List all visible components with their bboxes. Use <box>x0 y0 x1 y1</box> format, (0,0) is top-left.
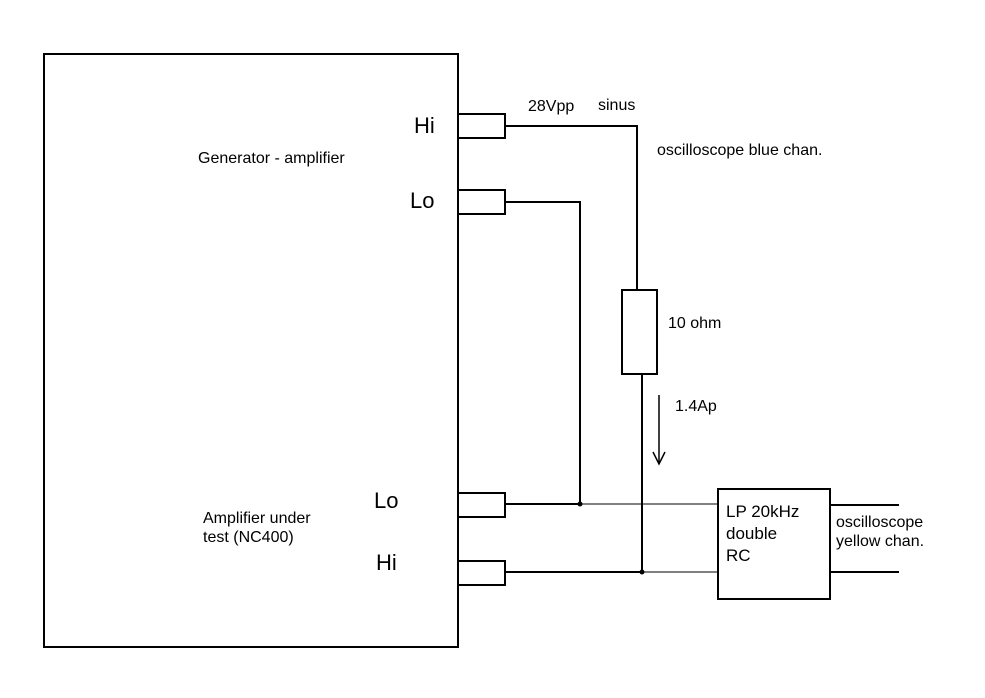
waveform-label: sinus <box>598 97 636 114</box>
amp-lo-label: Lo <box>374 488 399 513</box>
lp-filter-box <box>717 488 831 600</box>
junction-hi <box>639 569 645 575</box>
amp-lo-terminal <box>457 492 506 518</box>
filter-line3: RC <box>726 546 751 565</box>
wire-gen-hi <box>504 125 638 291</box>
amplifier-label-line1: Amplifier under <box>203 510 311 527</box>
filter-line1: LP 20kHz <box>726 502 800 521</box>
filter-line2: double <box>726 524 778 543</box>
probe-yellow-line2: yellow chan. <box>836 533 925 550</box>
amplifier-label-line2: test (NC400) <box>203 529 294 546</box>
instrument-box <box>43 53 459 648</box>
gen-lo-label: Lo <box>410 188 435 213</box>
current-arrow <box>652 395 666 466</box>
resistor-10-ohm <box>621 289 658 375</box>
resistor-value-label: 10 ohm <box>668 315 722 332</box>
current-value-label: 1.4Ap <box>675 398 717 415</box>
gen-hi-terminal <box>457 113 506 139</box>
amp-hi-terminal <box>457 560 506 586</box>
gen-lo-terminal <box>457 189 506 215</box>
gen-hi-label: Hi <box>414 113 435 138</box>
wire-gen-lo <box>504 201 581 505</box>
voltage-label: 28Vpp <box>528 98 575 115</box>
probe-blue-label: oscilloscope blue chan. <box>657 142 823 159</box>
probe-yellow-line1: oscilloscope <box>836 514 924 531</box>
junction-lo <box>577 501 583 507</box>
amp-hi-label: Hi <box>376 550 397 575</box>
generator-label: Generator - amplifier <box>198 150 345 167</box>
